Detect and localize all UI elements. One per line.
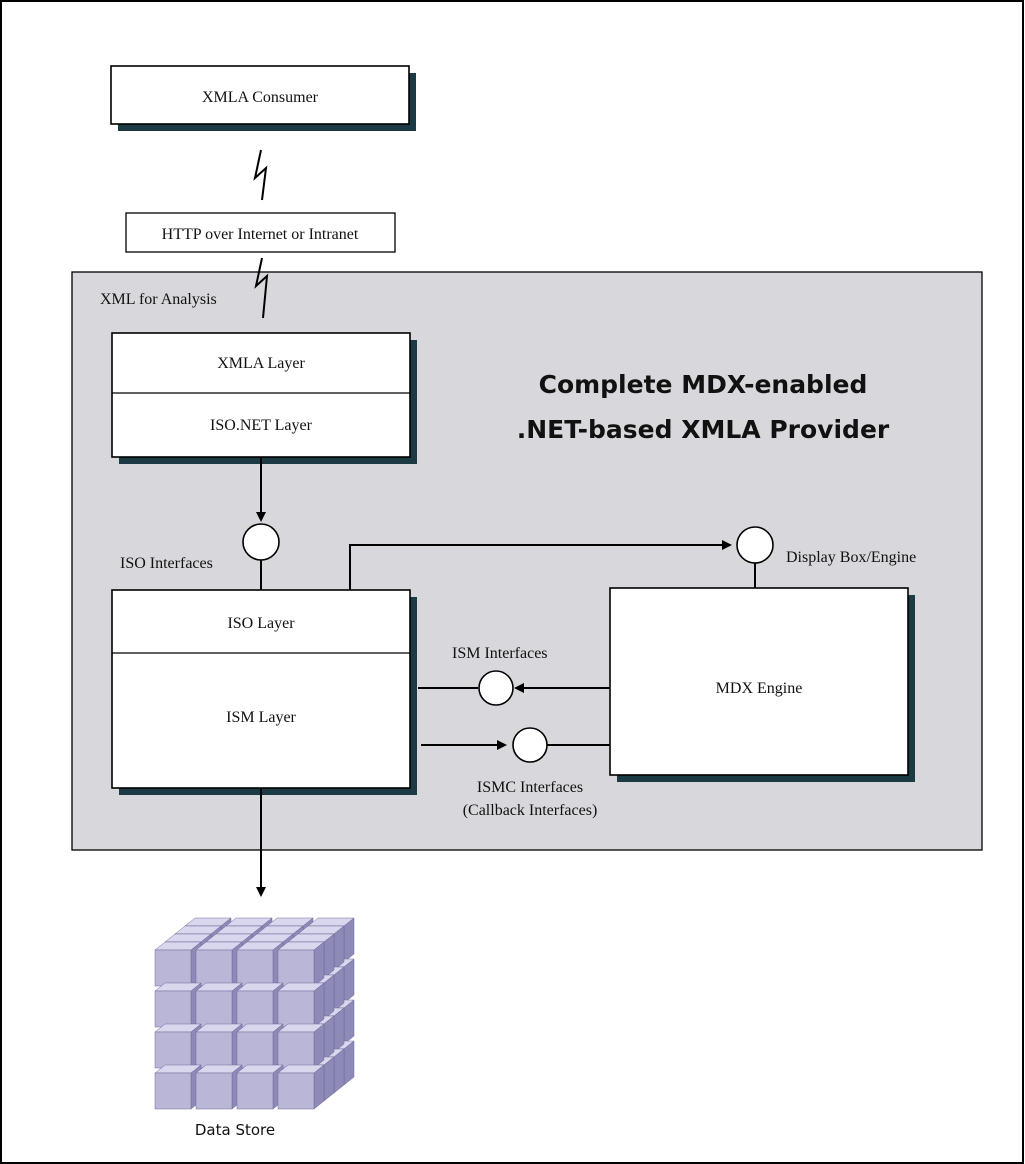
transport-box: HTTP over Internet or Intranet (125, 212, 396, 253)
ismc-interfaces-connector (512, 727, 548, 763)
lightning-bolt-icon (253, 149, 268, 201)
xmla-layer-label: XMLA Layer (217, 355, 305, 372)
mdx-engine-label: MDX Engine (716, 680, 803, 697)
xmla-consumer-label: XMLA Consumer (202, 89, 319, 106)
transport-label: HTTP over Internet or Intranet (162, 226, 359, 243)
provider-title-line1: Complete MDX-enabled (539, 370, 868, 399)
data-store-cube-icon (154, 917, 355, 1110)
iso-interfaces-connector (242, 523, 280, 561)
lightning-bolt-icon (254, 257, 269, 319)
display-box-label: Display Box/Engine (786, 549, 916, 566)
ismc-interfaces-label: ISMC Interfaces (477, 779, 583, 796)
ismc-callback-label: (Callback Interfaces) (463, 802, 598, 819)
data-store-label: Data Store (195, 1121, 275, 1139)
ism-layer-label: ISM Layer (226, 709, 296, 726)
bottom-layer-stack: ISO Layer ISM Layer (111, 589, 417, 795)
iso-layer-label: ISO Layer (227, 615, 295, 632)
iso-net-layer-label: ISO.NET Layer (210, 417, 313, 434)
region-label: XML for Analysis (100, 291, 217, 308)
mdx-engine-box: MDX Engine (609, 587, 915, 782)
ism-interfaces-connector (478, 670, 514, 706)
display-box-connector (736, 526, 774, 564)
iso-interfaces-label: ISO Interfaces (120, 555, 213, 572)
provider-title-line2: .NET-based XMLA Provider (517, 415, 890, 444)
ism-interfaces-label: ISM Interfaces (452, 645, 548, 662)
top-layer-stack: XMLA Layer ISO.NET Layer (111, 332, 417, 464)
xmla-consumer-box: XMLA Consumer (110, 65, 416, 131)
